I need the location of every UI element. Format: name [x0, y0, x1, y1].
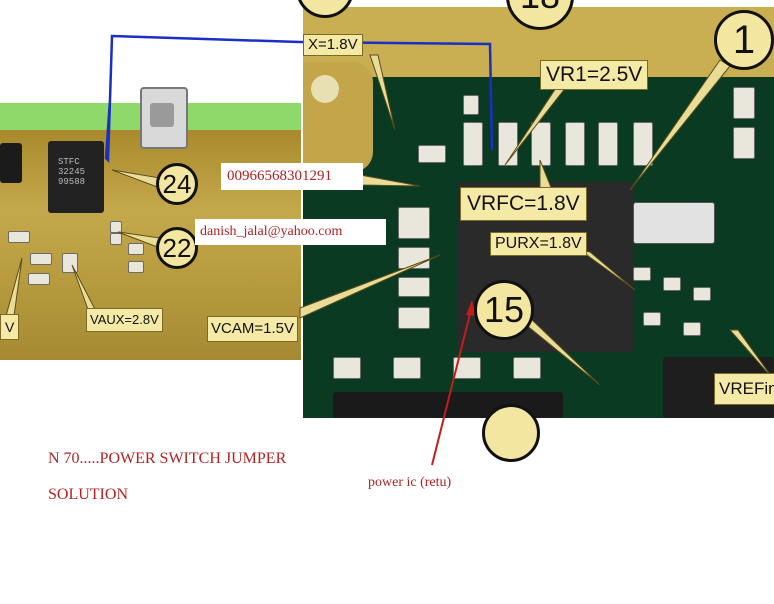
component — [398, 207, 430, 239]
component — [393, 357, 421, 379]
label-v-left: V — [0, 314, 20, 340]
component — [693, 287, 711, 301]
component — [8, 231, 30, 243]
contact-phone: 00966568301291 — [221, 163, 363, 190]
component — [683, 322, 701, 336]
chip-marking-line3: 99588 — [58, 177, 86, 187]
component — [643, 312, 661, 326]
power-switch — [140, 87, 188, 149]
title-line-1: N 70.....POWER SWITCH JUMPER — [48, 450, 287, 467]
power-ic-arrow — [431, 305, 473, 466]
pointer — [504, 81, 572, 166]
circle-label-15: 15 — [474, 280, 534, 340]
pointer — [369, 54, 396, 131]
label-vrefin: VREFin — [714, 373, 774, 405]
pointer — [579, 249, 636, 291]
chip-marking-line1: STFC — [58, 157, 80, 167]
pointer — [518, 317, 601, 386]
pointer — [111, 169, 161, 189]
circle-label-18: 18 — [506, 0, 574, 30]
component — [733, 127, 755, 159]
pointer — [117, 231, 161, 249]
component — [128, 261, 144, 273]
component — [398, 307, 430, 329]
power-ic-note: power ic (retu) — [368, 475, 452, 490]
component — [418, 145, 446, 163]
component — [333, 357, 361, 379]
title-line-2: SOLUTION — [48, 486, 128, 503]
component — [28, 273, 50, 285]
chip-marking-line2: 32245 — [58, 167, 86, 177]
pointer — [539, 159, 553, 191]
pointer — [359, 174, 421, 187]
pointer — [299, 254, 441, 319]
label-vr1: VR1=2.5V — [540, 60, 649, 90]
label-vcam: VCAM=1.5V — [207, 316, 298, 342]
component — [598, 122, 618, 166]
component — [633, 122, 653, 166]
component — [453, 357, 481, 379]
component — [733, 87, 755, 119]
crystal-component — [633, 202, 715, 244]
label-vrfc: VRFC=1.8V — [460, 187, 587, 221]
pointer — [728, 329, 774, 381]
component — [463, 95, 479, 115]
label-purx: PURX=1.8V — [490, 232, 587, 256]
pointer — [5, 257, 23, 317]
component — [398, 277, 430, 297]
component — [110, 233, 122, 245]
component — [633, 267, 651, 281]
jumper-wire — [104, 34, 494, 163]
circle-label-partial-bottom — [482, 404, 540, 462]
label-x-1-8v: X=1.8V — [303, 34, 363, 56]
component — [0, 143, 22, 183]
component — [30, 253, 52, 265]
component — [463, 122, 483, 166]
circle-label-1: 1 — [714, 10, 774, 70]
component — [513, 357, 541, 379]
component — [565, 122, 585, 166]
power-ic-arrowhead — [466, 300, 476, 316]
component — [110, 221, 122, 233]
contact-email: danish_jalal@yahoo.com — [195, 219, 386, 245]
component — [128, 243, 144, 255]
label-vaux: VAUX=2.8V — [86, 308, 163, 332]
switch-ic-chip: STFC 32245 99588 — [48, 141, 104, 213]
component — [663, 277, 681, 291]
circle-label-22: 22 — [156, 227, 198, 269]
circle-label-24: 24 — [156, 163, 198, 205]
